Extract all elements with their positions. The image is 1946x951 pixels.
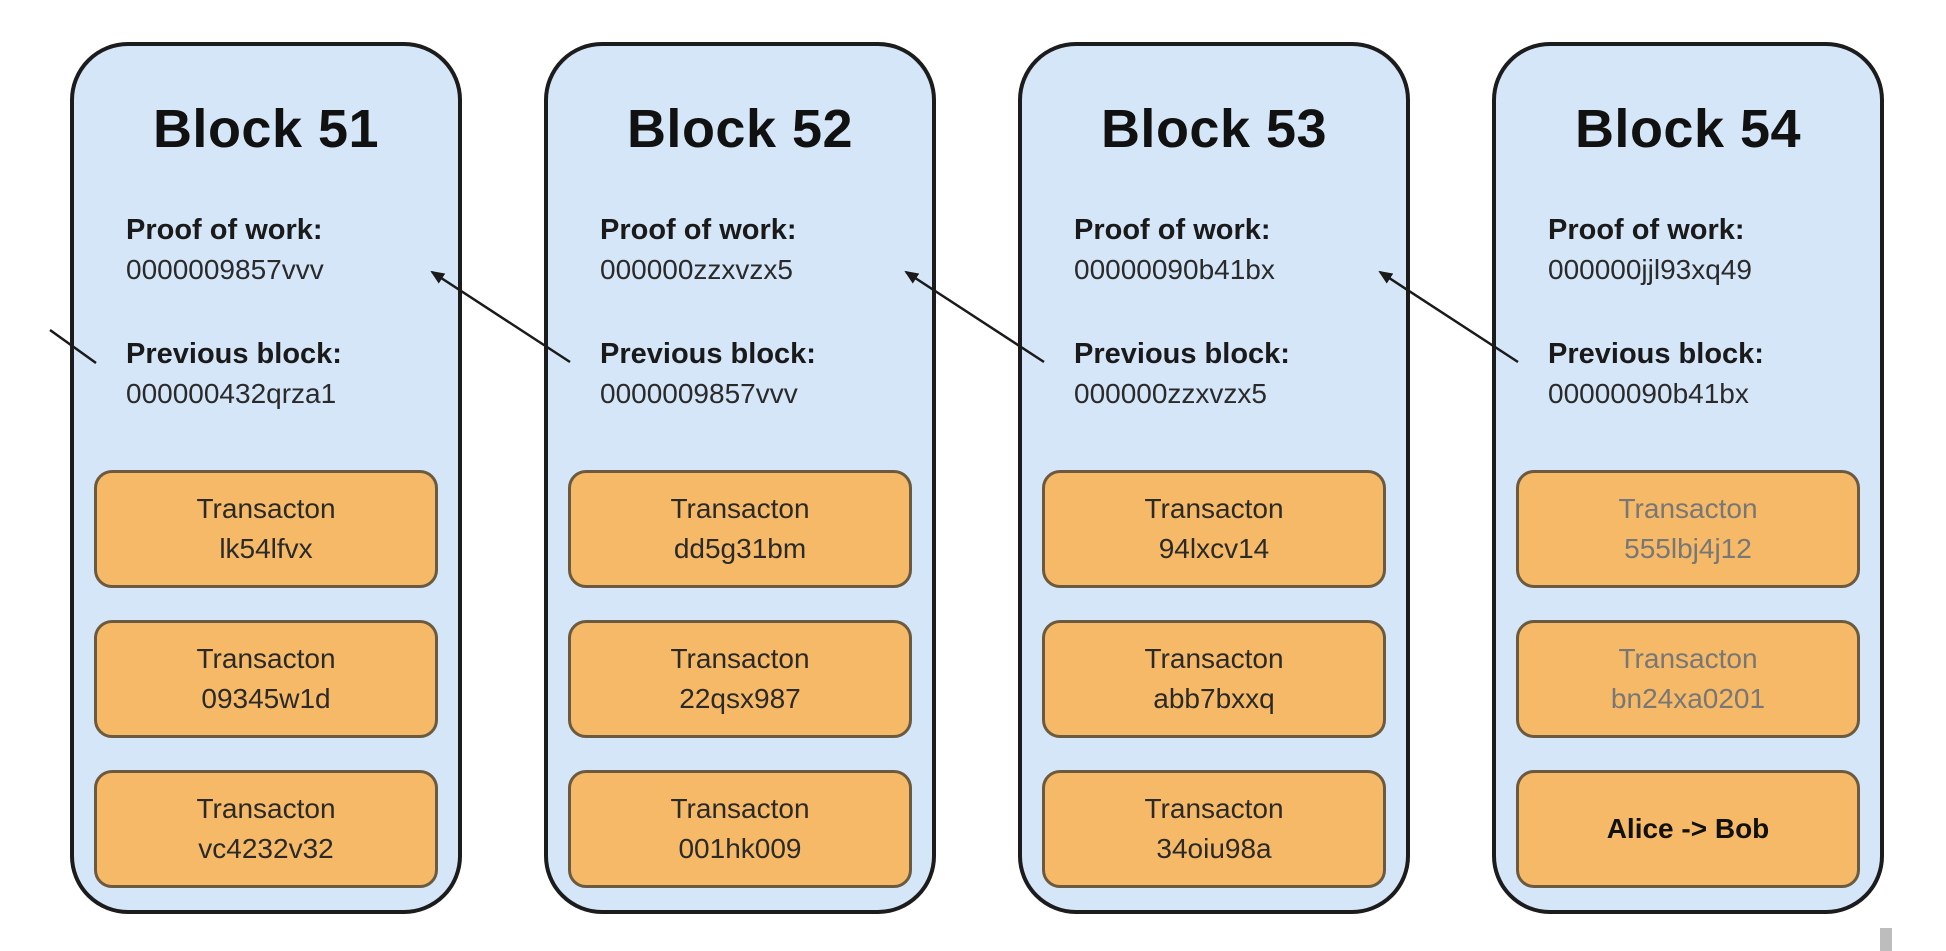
previous-block-label: Previous block: <box>126 338 342 370</box>
block-title: Block 51 <box>152 99 380 159</box>
transaction-id: 22qsx987 <box>679 683 801 714</box>
transaction-box: Transacton 94lxcv14 <box>1042 470 1386 588</box>
transaction-label: Transacton <box>1144 643 1284 674</box>
transaction-id: 94lxcv14 <box>1158 533 1270 564</box>
transaction-box: Transacton 34oiu98a <box>1042 770 1386 888</box>
block-52-card: Block 52 Proof of work: 000000zzxvzx5 Pr… <box>544 42 936 914</box>
proof-of-work-label: Proof of work: <box>126 214 323 246</box>
transaction-box: Transacton 001hk009 <box>568 770 912 888</box>
transaction-label: Transacton <box>670 643 810 674</box>
transaction-id: 555lbj4j12 <box>1624 533 1752 564</box>
block-title: Block 53 <box>1100 99 1328 159</box>
new-transaction-box: Alice -> Bob <box>1516 770 1860 888</box>
proof-of-work-label: Proof of work: <box>1074 214 1271 246</box>
transaction-label: Transacton <box>1618 493 1758 524</box>
transaction-box: Transacton 09345w1d <box>94 620 438 738</box>
transaction-box: Transacton dd5g31bm <box>568 470 912 588</box>
transaction-label: Transacton <box>1618 643 1758 674</box>
transaction-id: lk54lfvx <box>219 533 313 564</box>
transaction-label: Transacton <box>196 643 336 674</box>
transaction-label: Transacton <box>670 493 810 524</box>
transaction-id: vc4232v32 <box>198 833 334 864</box>
previous-block-label: Previous block: <box>600 338 816 370</box>
transaction-label: Transacton <box>1144 793 1284 824</box>
transaction-id: abb7bxxq <box>1153 683 1275 714</box>
transaction-box: Transacton 22qsx987 <box>568 620 912 738</box>
transaction-label: Transacton <box>1144 493 1284 524</box>
transaction-box: Transacton bn24xa0201 <box>1516 620 1860 738</box>
previous-block-value: 000000432qrza1 <box>126 378 337 409</box>
previous-block-value: 0000009857vvv <box>600 378 798 409</box>
proof-of-work-value: 00000090b41bx <box>1074 254 1275 285</box>
block-54-card: Block 54 Proof of work: 000000jjl93xq49 … <box>1492 42 1884 914</box>
proof-of-work-value: 000000zzxvzx5 <box>600 254 794 285</box>
transaction-id: bn24xa0201 <box>1610 683 1766 714</box>
proof-of-work-value: 000000jjl93xq49 <box>1548 254 1752 285</box>
block-title: Block 52 <box>626 99 854 159</box>
transaction-id: 09345w1d <box>201 683 331 714</box>
transaction-box: Transacton abb7bxxq <box>1042 620 1386 738</box>
proof-of-work-label: Proof of work: <box>600 214 797 246</box>
block-53-card: Block 53 Proof of work: 00000090b41bx Pr… <box>1018 42 1410 914</box>
transaction-label: Transacton <box>670 793 810 824</box>
previous-block-label: Previous block: <box>1074 338 1290 370</box>
transaction-label: Transacton <box>196 793 336 824</box>
previous-block-value: 000000zzxvzx5 <box>1074 378 1268 409</box>
previous-block-value: 00000090b41bx <box>1548 378 1749 409</box>
new-transaction-label: Alice -> Bob <box>1606 813 1770 844</box>
previous-block-label: Previous block: <box>1548 338 1764 370</box>
transaction-box: Transacton 555lbj4j12 <box>1516 470 1860 588</box>
transaction-id: 34oiu98a <box>1156 833 1272 864</box>
scroll-indicator <box>1880 928 1892 951</box>
block-51-card: Block 51 Proof of work: 0000009857vvv Pr… <box>70 42 462 914</box>
transaction-id: dd5g31bm <box>673 533 807 564</box>
proof-of-work-label: Proof of work: <box>1548 214 1745 246</box>
transaction-id: 001hk009 <box>678 833 802 864</box>
proof-of-work-value: 0000009857vvv <box>126 254 324 285</box>
transaction-box: Transacton lk54lfvx <box>94 470 438 588</box>
block-title: Block 54 <box>1574 99 1802 159</box>
transaction-box: Transacton vc4232v32 <box>94 770 438 888</box>
transaction-label: Transacton <box>196 493 336 524</box>
